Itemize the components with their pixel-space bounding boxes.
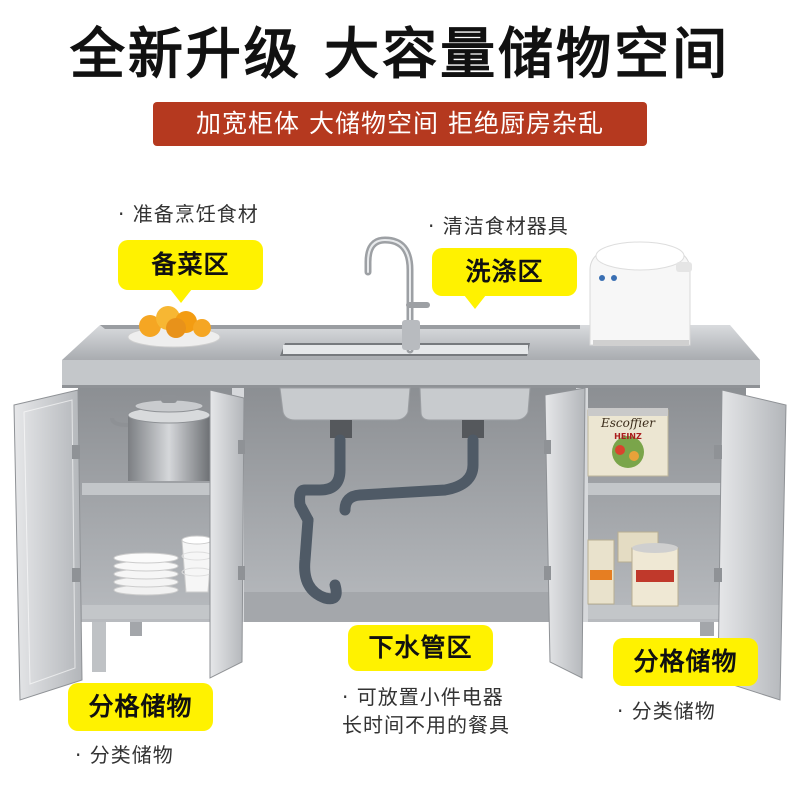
can-brand-label: Escoffier <box>600 416 656 430</box>
storage-left-tag: 分格储物 <box>68 683 213 731</box>
rice-cooker-icon <box>589 241 692 346</box>
prep-note: · 准备烹饪食材 <box>118 202 259 226</box>
canned-food-icon: Escoffier HEINZ <box>587 408 669 477</box>
stock-pot-icon <box>110 395 228 481</box>
drain-note-line2: 长时间不用的餐具 <box>342 713 510 737</box>
drain-note-line1: · 可放置小件电器 <box>342 685 504 709</box>
can-sub-label: HEINZ <box>614 432 642 441</box>
drain-area-tag: 下水管区 <box>348 625 493 671</box>
cabinet-door-left-outer <box>13 389 83 701</box>
storage-left-note: · 分类储物 <box>75 743 174 767</box>
tableware-icon <box>113 535 213 596</box>
faucet-icon <box>364 236 430 354</box>
wash-area-label: 洗涤区 <box>465 257 544 286</box>
wash-note: · 清洁食材器具 <box>428 214 569 238</box>
storage-right-label: 分格储物 <box>633 647 738 676</box>
prep-area-label: 备菜区 <box>151 250 230 279</box>
prep-area-tag: 备菜区 <box>118 240 263 303</box>
headline: 全新升级 大容量储物空间 <box>69 22 731 86</box>
subtitle-bar: 加宽柜体 大储物空间 拒绝厨房杂乱 <box>153 102 647 146</box>
wash-area-tag: 洗涤区 <box>432 248 577 309</box>
drain-pipe-icon <box>294 434 479 605</box>
canned-food-stack-icon <box>587 531 679 607</box>
storage-left-label: 分格储物 <box>88 692 193 721</box>
storage-right-note: · 分类储物 <box>617 699 716 723</box>
cabinet-door-left-inner <box>209 389 245 679</box>
storage-right-tag: 分格储物 <box>613 638 758 686</box>
drain-area-label: 下水管区 <box>368 633 473 662</box>
cabinet-door-right-outer <box>714 389 787 701</box>
fruit-bowl-icon <box>127 306 221 348</box>
cabinet-door-right-inner <box>544 387 586 679</box>
sink-bowls <box>279 387 531 438</box>
